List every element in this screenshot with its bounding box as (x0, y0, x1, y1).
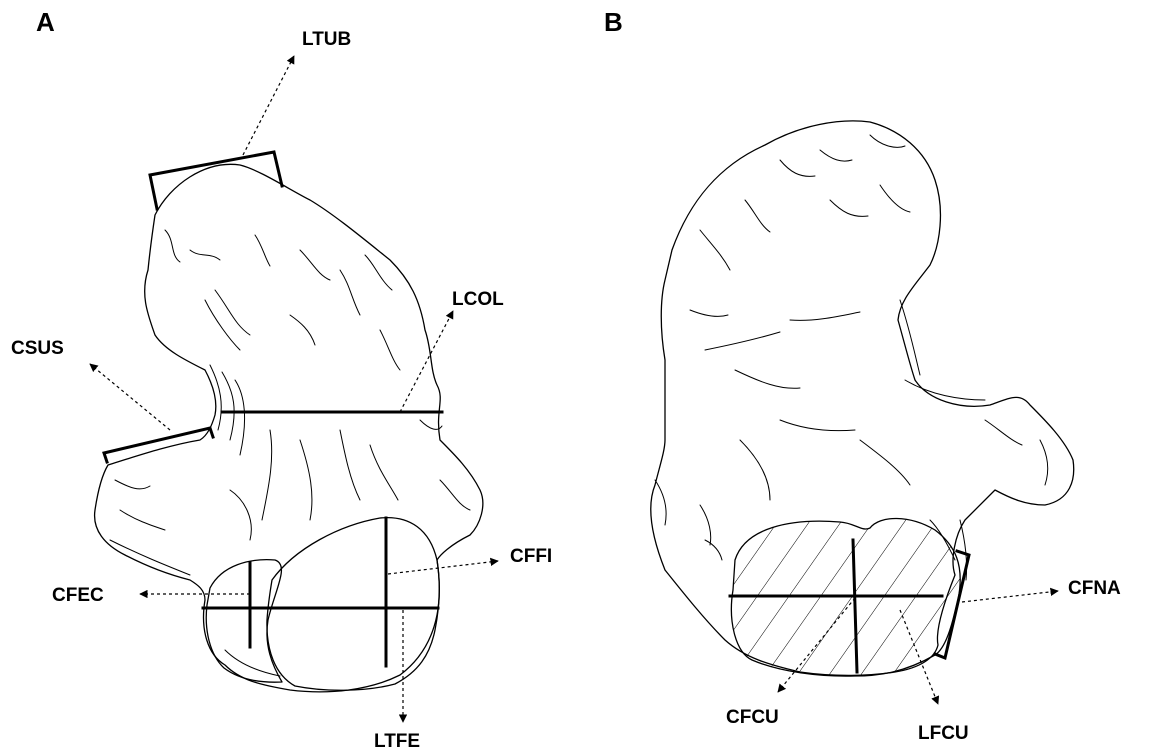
label-ltub: LTUB (302, 29, 351, 50)
label-ltfe: LTFE (374, 731, 420, 751)
panel-b: B (604, 7, 1121, 744)
talus-outline-a (95, 164, 483, 692)
cffi-arrow (388, 561, 498, 574)
cfna-arrow (962, 591, 1058, 602)
csus-bracket (104, 428, 213, 462)
facet-right-a (267, 518, 439, 691)
ltub-arrow (243, 56, 294, 155)
label-lfcu: LFCU (918, 723, 969, 744)
panel-b-label: B (604, 7, 623, 37)
ltub-bracket (150, 152, 282, 209)
label-cfec: CFEC (52, 585, 104, 606)
label-csus: CSUS (11, 338, 64, 359)
lcol-arrow (400, 311, 453, 412)
label-cfna: CFNA (1068, 578, 1121, 599)
csus-arrow (90, 364, 170, 430)
label-lcol: LCOL (452, 289, 504, 310)
surface-texture-b (655, 135, 1048, 580)
panel-a-label: A (36, 7, 55, 37)
label-cfcu: CFCU (726, 707, 779, 728)
label-cffi: CFFI (510, 546, 552, 567)
panel-a: A (11, 7, 552, 751)
